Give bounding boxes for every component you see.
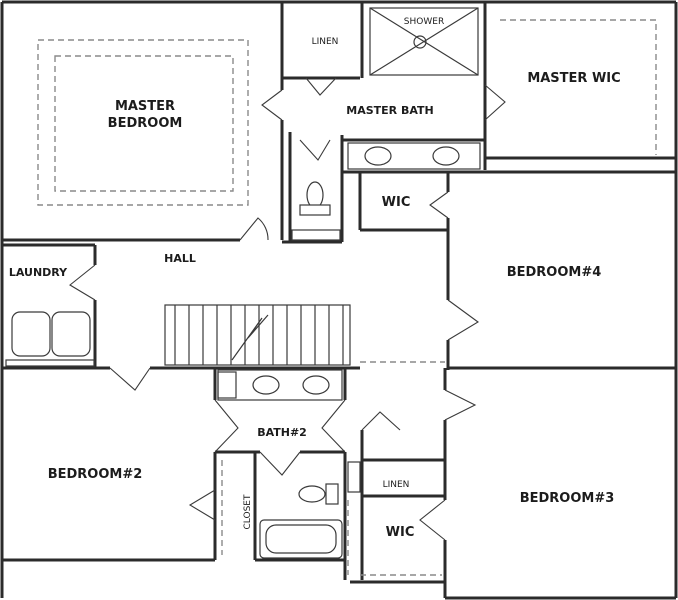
master-bedroom-label-line2: BEDROOM (108, 116, 183, 131)
bathtub (259, 519, 343, 559)
master-wic-label: MASTER WIC (527, 71, 620, 86)
closet-label: CLOSET (243, 494, 253, 529)
fixtures (5, 7, 481, 559)
room-labels: MASTER BEDROOM LINEN SHOWER MASTER WIC M… (9, 17, 621, 540)
toilet-icon (298, 485, 326, 503)
wic-lower-label: WIC (386, 525, 415, 540)
sink-icon (302, 375, 330, 395)
doors (69, 77, 506, 541)
sink-icon (252, 375, 280, 395)
bedroom2-label: BEDROOM#2 (48, 467, 143, 482)
dryer-icon (51, 311, 91, 357)
linen-top-label: LINEN (312, 37, 339, 47)
bath2-label: BATH#2 (257, 426, 307, 439)
master-bedroom-label: MASTER (115, 99, 175, 114)
washer-icon (11, 311, 51, 357)
staircase (164, 304, 351, 366)
master-bath-label: MASTER BATH (346, 104, 433, 117)
wic-upper-label: WIC (382, 195, 411, 210)
shower-label: SHOWER (404, 17, 444, 27)
bedroom4-label: BEDROOM#4 (507, 265, 602, 280)
shower-drain-icon (413, 35, 427, 49)
bedroom3-label: BEDROOM#3 (520, 491, 615, 506)
sink-icon (364, 146, 392, 166)
laundry-label: LAUNDRY (9, 266, 68, 279)
linen-lower-label: LINEN (383, 480, 410, 490)
dashed-outlines (37, 19, 657, 576)
toilet-icon (306, 181, 324, 209)
sink-icon (432, 146, 460, 166)
hall-label: HALL (164, 252, 196, 265)
